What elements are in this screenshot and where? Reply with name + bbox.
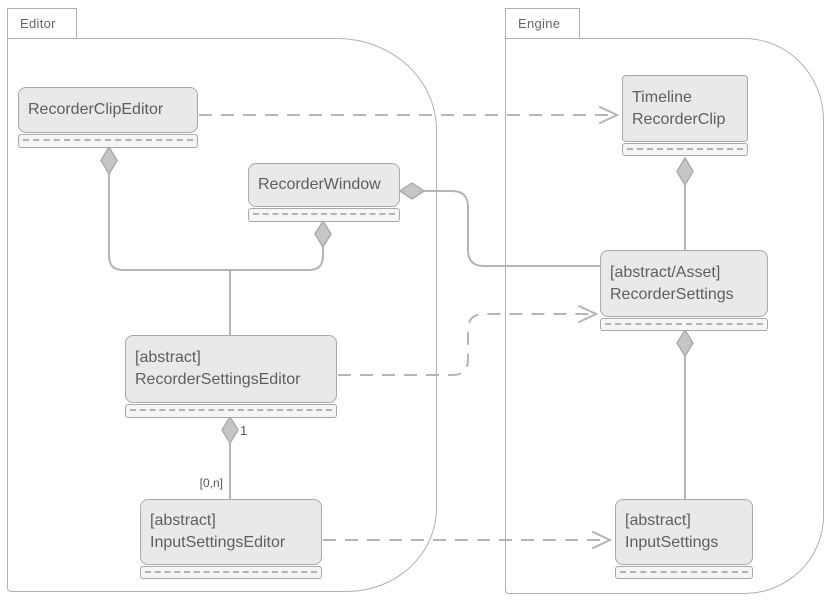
class-name: RecorderClip (632, 110, 726, 128)
diamond-icon-recordersettingseditor (221, 415, 239, 445)
class-node-recorder-clip-editor: RecorderClipEditor (18, 87, 198, 148)
class-name: RecorderSettingsEditor (135, 371, 301, 388)
package-tab-engine: Engine (505, 8, 580, 39)
class-node-title-area: RecorderWindow (248, 163, 400, 207)
edge-recorderwindow-to-recordersettingseditor (230, 247, 324, 271)
class-stereotype: [abstract/Asset] (610, 263, 721, 281)
class-node-input-settings-editor: [abstract] InputSettingsEditor (140, 499, 322, 579)
class-stereotype: [abstract] (135, 349, 201, 366)
class-name: InputSettings (625, 534, 719, 551)
diamond-icon-recordersettings (676, 328, 694, 358)
class-node-title-area: RecorderClipEditor (18, 87, 198, 133)
multiplicity-label-one: 1 (240, 423, 248, 438)
class-node-recorder-window: RecorderWindow (248, 163, 400, 222)
package-tab-editor: Editor (7, 8, 77, 39)
class-node-title-area: [abstract] InputSettingsEditor (140, 499, 322, 565)
open-arrowhead-icon (599, 106, 620, 124)
package-editor (7, 38, 437, 592)
empty-members-compartment (615, 566, 753, 579)
edge-recorderwindow-to-recordersettings (424, 190, 601, 267)
diamond-icon-recorderwindow-bottom (314, 219, 332, 249)
class-stereotype: [abstract] (625, 512, 691, 529)
empty-members-compartment (125, 404, 337, 418)
class-node-title-area: [abstract] InputSettings (615, 499, 753, 565)
empty-members-compartment (18, 134, 198, 148)
class-node-recorder-settings-editor: [abstract] RecorderSettingsEditor (125, 335, 337, 418)
class-node-title-area: [abstract] RecorderSettingsEditor (125, 335, 337, 403)
class-stereotype: [abstract] (150, 512, 216, 529)
dashed-separator (605, 323, 763, 325)
class-node-timeline-recorder-clip: Timeline RecorderClip (622, 75, 748, 156)
package-engine-label: Engine (518, 16, 561, 31)
class-name: InputSettingsEditor (150, 534, 286, 551)
package-editor-label: Editor (20, 16, 56, 31)
diamond-icon-recorderclipeditor (100, 145, 118, 176)
diamond-icon-timelinerecorderclip (676, 156, 694, 187)
dashed-separator (253, 213, 395, 215)
class-node-input-settings: [abstract] InputSettings (615, 499, 753, 579)
dashed-separator (23, 139, 193, 141)
class-node-title-area: Timeline RecorderClip (622, 75, 748, 142)
open-arrowhead-icon (592, 531, 613, 549)
diamond-icon-recorderwindow-right (398, 182, 426, 200)
dashed-separator (620, 571, 748, 573)
dashed-separator (145, 571, 317, 573)
empty-members-compartment (140, 566, 322, 579)
package-engine (505, 38, 824, 594)
empty-members-compartment (600, 318, 768, 331)
class-node-title-area: [abstract/Asset] RecorderSettings (600, 250, 768, 317)
class-name: Timeline (632, 88, 692, 106)
empty-members-compartment (248, 208, 400, 222)
class-node-recorder-settings: [abstract/Asset] RecorderSettings (600, 250, 768, 331)
empty-members-compartment (622, 143, 748, 156)
edge-dashed-recordersettingseditor-to-recordersettings (338, 313, 591, 376)
dashed-separator (627, 148, 743, 150)
class-name: RecorderClipEditor (28, 101, 164, 118)
class-name: RecorderWindow (258, 176, 381, 193)
edge-recorderclipeditor-to-recordersettingseditor (108, 174, 230, 271)
open-arrowhead-icon (578, 305, 599, 323)
multiplicity-label-zero-n: [0,n] (199, 476, 223, 490)
class-name: RecorderSettings (610, 285, 734, 303)
dashed-separator (130, 409, 332, 411)
